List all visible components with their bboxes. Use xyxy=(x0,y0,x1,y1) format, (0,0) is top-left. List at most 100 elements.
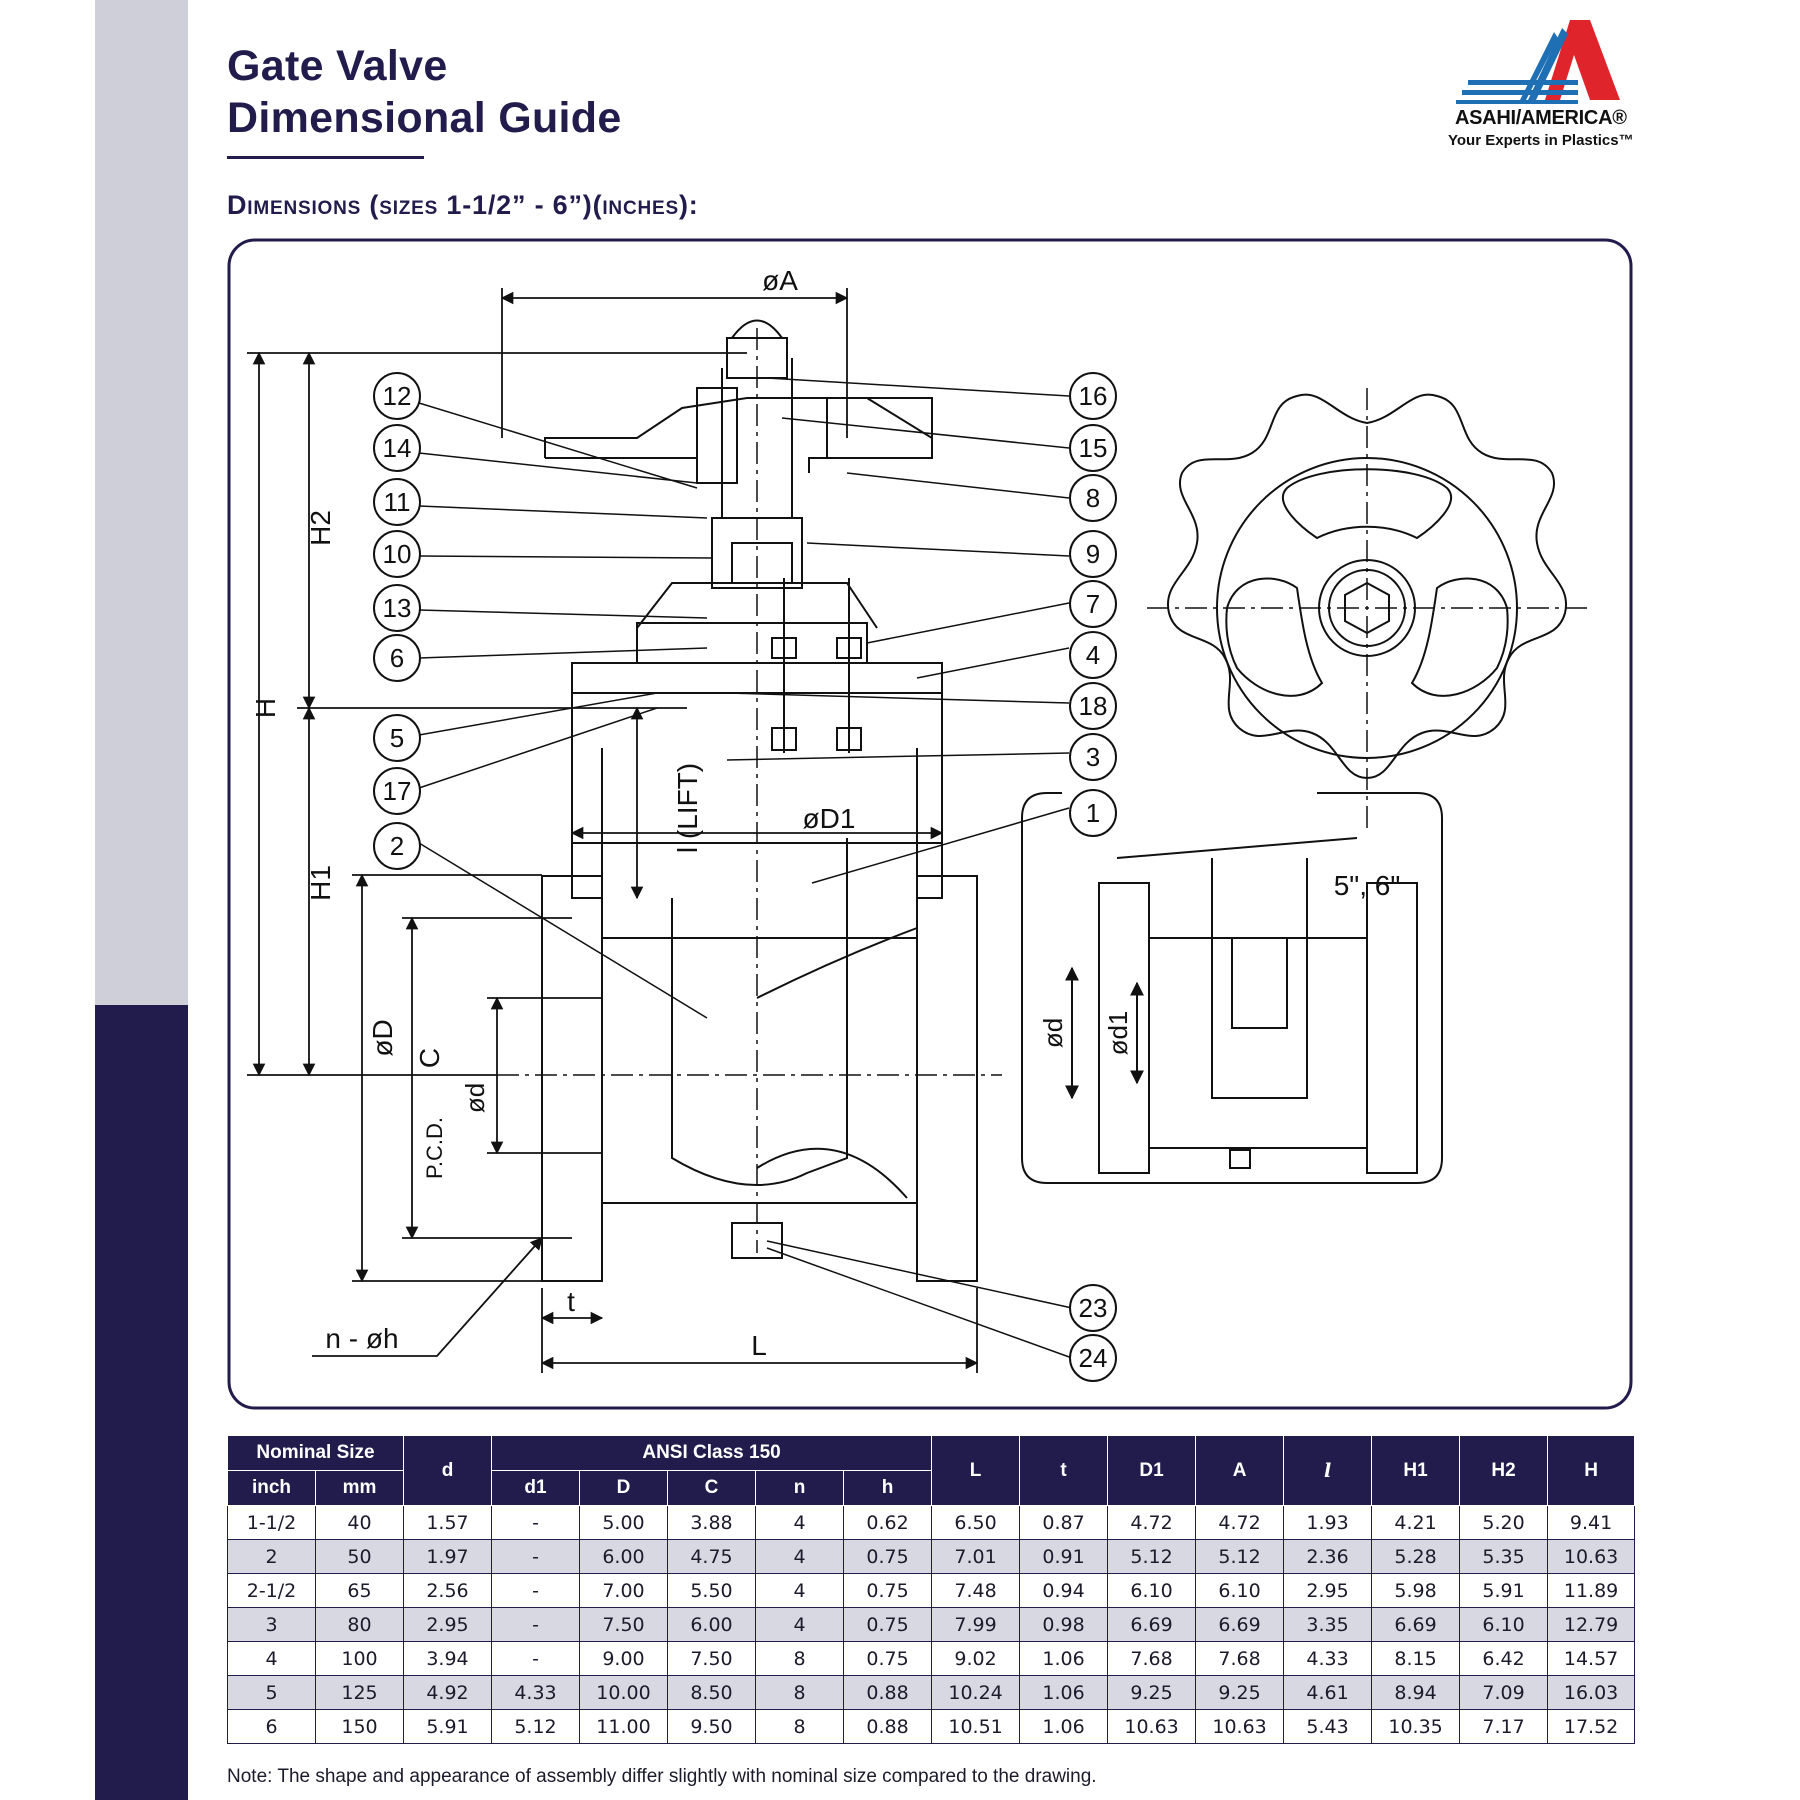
table-cell: 6.69 xyxy=(1195,1607,1285,1642)
dimension-labels: øA H H2 H1 øD C ød P.C.D. l (LIFT) øD1 t… xyxy=(250,264,1400,1361)
callout-2: 2 xyxy=(373,822,421,870)
table-cell: 6.10 xyxy=(1459,1607,1549,1642)
callout-11: 11 xyxy=(373,478,421,526)
table-cell: 5.12 xyxy=(1107,1539,1197,1574)
dimensions-table: Nominal Size d ANSI Class 150 L t D1 A l… xyxy=(227,1435,1636,1744)
callout-7: 7 xyxy=(1069,580,1117,628)
inset-label: 5", 6" xyxy=(1334,870,1401,901)
table-cell: 11.00 xyxy=(579,1709,668,1744)
callout-17-label: 17 xyxy=(383,776,412,806)
dim-od-label: ød xyxy=(460,1083,490,1113)
table-header-row-1: Nominal Size d ANSI Class 150 L t D1 A l… xyxy=(227,1435,1636,1506)
callout-3: 3 xyxy=(1069,733,1117,781)
table-cell: 3.88 xyxy=(667,1505,756,1540)
page-title: Gate Valve Dimensional Guide xyxy=(227,40,622,144)
table-cell: 8 xyxy=(755,1675,844,1710)
callout-15: 15 xyxy=(1069,424,1117,472)
table-cell: 5.20 xyxy=(1459,1505,1549,1540)
table-cell: 5.98 xyxy=(1371,1573,1461,1608)
table-cell: 6.00 xyxy=(579,1539,668,1574)
callout-6: 6 xyxy=(373,634,421,682)
table-cell: 65 xyxy=(315,1573,404,1608)
sidebar-accent-dark xyxy=(95,1005,188,1800)
th-H1: H1 xyxy=(1371,1435,1461,1506)
callout-18-label: 18 xyxy=(1079,691,1108,721)
callout-23: 23 xyxy=(1069,1284,1117,1332)
dimension-lines xyxy=(247,288,979,1373)
th-t: t xyxy=(1019,1435,1109,1506)
th-A: A xyxy=(1195,1435,1285,1506)
callout-16: 16 xyxy=(1069,372,1117,420)
callout-5: 5 xyxy=(373,714,421,762)
valve-bonnet xyxy=(544,319,933,589)
table-cell: 2 xyxy=(227,1539,316,1574)
table-cell: 17.52 xyxy=(1547,1709,1636,1744)
callout-18: 18 xyxy=(1069,682,1117,730)
table-cell: 0.91 xyxy=(1019,1539,1109,1574)
table-cell: - xyxy=(491,1607,580,1642)
table-cell: 4.61 xyxy=(1283,1675,1373,1710)
table-cell: 4 xyxy=(755,1539,844,1574)
logo-tagline: Your Experts in Plastics™ xyxy=(1448,132,1634,149)
callout-3-label: 3 xyxy=(1086,742,1100,772)
table-cell: 5.12 xyxy=(1195,1539,1285,1574)
table-cell: 6.00 xyxy=(667,1607,756,1642)
table-cell: 10.24 xyxy=(931,1675,1021,1710)
callout-11-label: 11 xyxy=(384,487,411,517)
table-cell: 3 xyxy=(227,1607,316,1642)
inset-5-6-view xyxy=(1021,792,1443,1184)
table-cell: 7.00 xyxy=(579,1573,668,1608)
asahi-america-logo xyxy=(1456,20,1620,104)
table-cell: 2.56 xyxy=(403,1573,492,1608)
table-cell: 6.10 xyxy=(1195,1573,1285,1608)
table-cell: 1.06 xyxy=(1019,1641,1109,1676)
callout-14: 14 xyxy=(373,424,421,472)
table-cell: 5.35 xyxy=(1459,1539,1549,1574)
table-cell: 2.36 xyxy=(1283,1539,1373,1574)
logo-name: ASAHI/AMERICA® xyxy=(1455,107,1627,129)
table-cell: 9.50 xyxy=(667,1709,756,1744)
table-cell: 0.98 xyxy=(1019,1607,1109,1642)
table-cell: 6.69 xyxy=(1371,1607,1461,1642)
table-cell: 0.87 xyxy=(1019,1505,1109,1540)
th-n: n xyxy=(755,1470,844,1506)
table-cell: 9.25 xyxy=(1107,1675,1197,1710)
table-cell: 9.41 xyxy=(1547,1505,1636,1540)
table-cell: 3.94 xyxy=(403,1641,492,1676)
table-cell: 7.17 xyxy=(1459,1709,1549,1744)
table-cell: 7.50 xyxy=(579,1607,668,1642)
dim-L-label: L xyxy=(751,1330,767,1361)
table-cell: 7.48 xyxy=(931,1573,1021,1608)
sidebar-accent-light xyxy=(95,0,188,1005)
table-cell: 1.97 xyxy=(403,1539,492,1574)
table-cell: 5.91 xyxy=(1459,1573,1549,1608)
table-cell: - xyxy=(491,1641,580,1676)
callout-16-label: 16 xyxy=(1079,381,1108,411)
callout-6-label: 6 xyxy=(390,643,404,673)
table-cell: 50 xyxy=(315,1539,404,1574)
table-cell: 10.51 xyxy=(931,1709,1021,1744)
table-cell: 6.42 xyxy=(1459,1641,1549,1676)
th-l: l xyxy=(1283,1435,1373,1506)
dim-C-label: C xyxy=(414,1048,445,1068)
dim-t-label: t xyxy=(567,1286,575,1317)
table-cell: 0.62 xyxy=(842,1505,933,1540)
table-cell: 11.89 xyxy=(1547,1573,1636,1608)
table-cell: 9.02 xyxy=(931,1641,1021,1676)
table-cell: 9.25 xyxy=(1195,1675,1285,1710)
callouts-right: 16 15 8 9 7 4 18 3 1 23 24 xyxy=(1069,372,1117,1382)
dim-oD-label: øD xyxy=(367,1019,398,1056)
table-cell: 8.94 xyxy=(1371,1675,1461,1710)
dim-lift-label: l (LIFT) xyxy=(672,763,703,853)
table-cell: 8 xyxy=(755,1641,844,1676)
table-cell: 4.33 xyxy=(491,1675,580,1710)
gate-valve-drawing: 12 14 11 10 13 6 5 17 2 16 15 8 9 7 4 18… xyxy=(227,238,1633,1410)
th-d: d xyxy=(403,1435,492,1506)
th-ansi-class-150: ANSI Class 150 xyxy=(490,1435,933,1471)
table-cell: 12.79 xyxy=(1547,1607,1636,1642)
footnote: Note: The shape and appearance of assemb… xyxy=(227,1766,1097,1787)
table-cell: 7.01 xyxy=(931,1539,1021,1574)
